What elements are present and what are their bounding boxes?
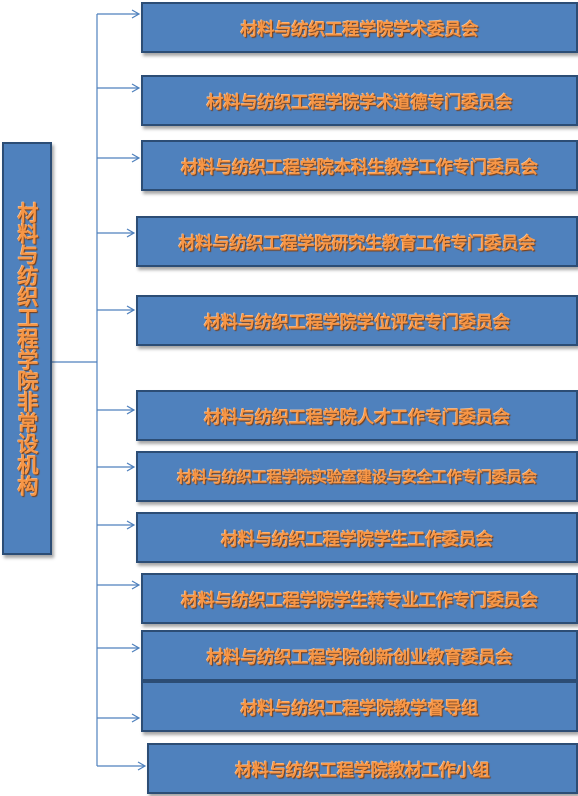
arrowhead bbox=[131, 153, 141, 163]
committee-box-student-affairs: 材料与纺织工程学院学生工作委员会 bbox=[136, 512, 578, 563]
committee-box-major-transfer: 材料与纺织工程学院学生转专业工作专门委员会 bbox=[141, 573, 578, 624]
arrowhead bbox=[126, 228, 136, 238]
arrowhead bbox=[126, 520, 136, 530]
committee-label: 材料与纺织工程学院实验室建设与安全工作专门委员会 bbox=[176, 468, 537, 486]
committee-box-textbook: 材料与纺织工程学院教材工作小组 bbox=[147, 743, 578, 794]
committee-label: 材料与纺织工程学院本科生教学工作专门委员会 bbox=[181, 158, 538, 178]
committee-label: 材料与纺织工程学院研究生教育工作专门委员会 bbox=[178, 234, 536, 254]
committee-label: 材料与纺织工程学院创新创业教育委员会 bbox=[206, 648, 513, 668]
arrowhead bbox=[131, 580, 141, 590]
committee-box-academic-ethics: 材料与纺织工程学院学术道德专门委员会 bbox=[141, 75, 578, 126]
committee-box-teaching-supervision: 材料与纺织工程学院教学督导组 bbox=[141, 681, 578, 732]
committee-label: 材料与纺织工程学院教学督导组 bbox=[240, 699, 479, 719]
arrowhead bbox=[126, 305, 136, 315]
arrowhead bbox=[131, 9, 141, 19]
committee-label: 材料与纺织工程学院人才工作专门委员会 bbox=[204, 408, 510, 428]
arrowhead bbox=[131, 83, 141, 93]
root-node: 材料与纺织工程学院非常设机构 bbox=[2, 142, 52, 555]
arrowhead bbox=[131, 713, 141, 723]
committee-box-graduate-education: 材料与纺织工程学院研究生教育工作专门委员会 bbox=[136, 216, 578, 267]
committee-label: 材料与纺织工程学院学位评定专门委员会 bbox=[204, 313, 510, 333]
committee-box-talent: 材料与纺织工程学院人才工作专门委员会 bbox=[136, 390, 578, 441]
root-label: 材料与纺织工程学院非常设机构 bbox=[15, 201, 40, 496]
committee-box-academic: 材料与纺织工程学院学术委员会 bbox=[141, 2, 578, 53]
arrowhead bbox=[137, 761, 147, 771]
committee-box-undergrad-teaching: 材料与纺织工程学院本科生教学工作专门委员会 bbox=[141, 140, 578, 191]
committee-box-lab-safety: 材料与纺织工程学院实验室建设与安全工作专门委员会 bbox=[136, 451, 578, 502]
committee-box-degree-evaluation: 材料与纺织工程学院学位评定专门委员会 bbox=[136, 295, 578, 346]
committee-label: 材料与纺织工程学院教材工作小组 bbox=[235, 761, 490, 781]
committee-label: 材料与纺织工程学院学生转专业工作专门委员会 bbox=[181, 591, 538, 611]
committee-label: 材料与纺织工程学院学术委员会 bbox=[240, 20, 479, 40]
committee-box-innovation: 材料与纺织工程学院创新创业教育委员会 bbox=[141, 630, 578, 681]
arrowhead bbox=[126, 462, 136, 472]
committee-label: 材料与纺织工程学院学术道德专门委员会 bbox=[206, 93, 513, 113]
arrowhead bbox=[131, 643, 141, 653]
arrowhead bbox=[126, 405, 136, 415]
committee-label: 材料与纺织工程学院学生工作委员会 bbox=[221, 530, 493, 550]
